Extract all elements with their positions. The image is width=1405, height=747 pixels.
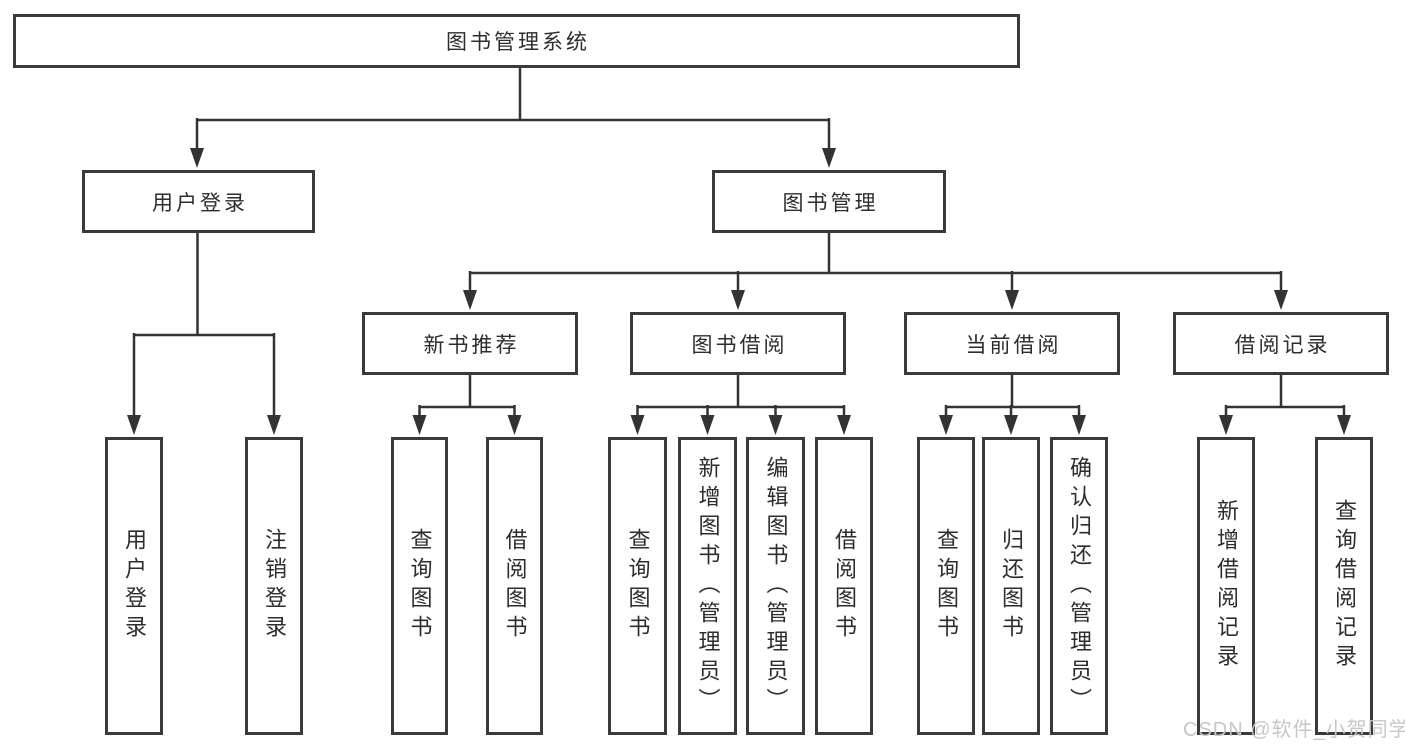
leaf-borrow-books: 借阅图书 xyxy=(815,437,873,735)
leaf-label: 归还图书 xyxy=(999,528,1024,644)
node-book-management: 图书管理 xyxy=(712,170,946,233)
csdn-watermark: CSDN @软件_小贺同学 xyxy=(1183,719,1405,741)
leaf-query-books-recommend: 查询图书 xyxy=(391,437,448,735)
node-borrowing-records: 借阅记录 xyxy=(1173,312,1389,375)
leaf-label: 查询图书 xyxy=(934,528,959,644)
leaf-label: 新增图书（管理员） xyxy=(695,455,721,717)
node-label: 用户登录 xyxy=(152,191,248,215)
connector-root-to-branches xyxy=(190,60,836,168)
leaf-user-login: 用户登录 xyxy=(105,437,163,735)
leaf-edit-books-admin: 编辑图书（管理员） xyxy=(746,437,805,735)
node-current-borrowing: 当前借阅 xyxy=(904,312,1120,375)
leaf-query-books-borrowing: 查询图书 xyxy=(608,437,667,735)
node-book-borrowing: 图书借阅 xyxy=(630,312,846,375)
leaf-label: 借阅图书 xyxy=(502,528,528,644)
node-label: 借阅记录 xyxy=(1234,333,1331,357)
node-new-book-recommendation: 新书推荐 xyxy=(362,312,578,375)
node-label: 图书借阅 xyxy=(691,333,788,357)
connector-user-login-to-leaves xyxy=(127,228,281,435)
leaf-label: 查询图书 xyxy=(625,528,651,644)
leaf-label: 用户登录 xyxy=(122,528,147,644)
leaf-return-books: 归还图书 xyxy=(982,437,1040,735)
node-label: 新书推荐 xyxy=(423,333,520,357)
leaf-label: 查询借阅记录 xyxy=(1332,499,1357,673)
node-library-management-system: 图书管理系统 xyxy=(13,14,1020,68)
node-user-login: 用户登录 xyxy=(82,170,315,233)
connector-current-borrowing-to-leaves xyxy=(939,370,1086,435)
leaf-logout-login: 注销登录 xyxy=(245,437,303,735)
leaf-query-borrow-record: 查询借阅记录 xyxy=(1315,437,1373,735)
leaf-label: 查询图书 xyxy=(407,528,433,644)
leaf-borrow-books-recommend: 借阅图书 xyxy=(486,437,543,735)
connector-new-book-recommend-to-leaves xyxy=(412,370,522,435)
leaf-add-books-admin: 新增图书（管理员） xyxy=(678,437,737,735)
leaf-confirm-return-admin: 确认归还（管理员） xyxy=(1050,437,1108,735)
leaf-add-borrow-record: 新增借阅记录 xyxy=(1197,437,1255,735)
node-label: 当前借阅 xyxy=(965,333,1062,357)
connector-borrow-records-to-leaves xyxy=(1219,370,1351,435)
leaf-label: 新增借阅记录 xyxy=(1214,499,1239,673)
node-label: 图书管理 xyxy=(782,191,879,215)
connector-book-borrowing-to-leaves xyxy=(630,370,851,435)
leaf-label: 编辑图书（管理员） xyxy=(763,455,789,717)
leaf-query-books-current: 查询图书 xyxy=(917,437,975,735)
leaf-label: 借阅图书 xyxy=(832,528,857,644)
leaf-label: 注销登录 xyxy=(262,528,287,644)
leaf-label: 确认归还（管理员） xyxy=(1067,455,1092,717)
connector-book-management-to-level3 xyxy=(463,228,1288,310)
node-label: 图书管理系统 xyxy=(446,31,590,54)
